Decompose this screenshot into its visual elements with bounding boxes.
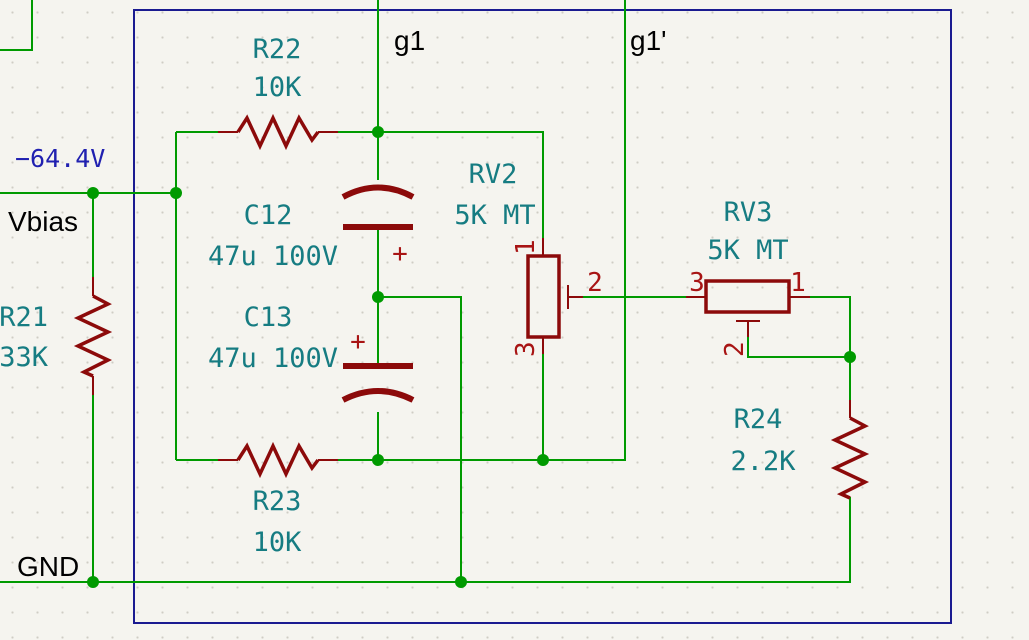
potentiometer-rv2-pin1: 1 bbox=[511, 239, 541, 255]
capacitor-c12-curved-plate bbox=[341, 184, 415, 200]
voltage-probe-readout: −64.4V bbox=[15, 144, 105, 173]
resistor-r22[interactable]: R22 10K bbox=[218, 34, 338, 151]
potentiometer-rv3-pin2: 2 bbox=[720, 341, 750, 357]
junctions bbox=[87, 126, 856, 588]
wire-mid-to-gnd[interactable] bbox=[378, 296, 462, 582]
wire-rv3-pin1[interactable] bbox=[810, 296, 851, 400]
sheet-frame bbox=[133, 9, 952, 624]
resistor-r22-ref: R22 bbox=[253, 34, 302, 65]
net-label-gnd[interactable]: GND bbox=[17, 551, 79, 582]
resistor-r23-zigzag bbox=[236, 441, 320, 479]
potentiometer-rv3-ref: RV3 bbox=[724, 197, 773, 228]
potentiometer-rv2-wiper bbox=[567, 285, 583, 309]
junction-dot bbox=[372, 291, 384, 303]
net-label-g1-prime[interactable]: g1' bbox=[630, 25, 667, 56]
potentiometer-rv2-pin3: 3 bbox=[511, 341, 541, 357]
capacitor-c13-curved-plate bbox=[341, 388, 415, 403]
capacitor-c12[interactable]: + C12 47u 100V bbox=[208, 184, 415, 273]
capacitor-c13-plus: + bbox=[350, 327, 366, 357]
potentiometer-rv3-pin1: 1 bbox=[790, 268, 806, 298]
junction-dot bbox=[844, 351, 856, 363]
resistor-r23-value: 10K bbox=[253, 527, 303, 558]
capacitor-c13-value: 47u 100V bbox=[208, 343, 338, 374]
potentiometer-rv2-pin2: 2 bbox=[587, 268, 603, 298]
wire-offsheet-top-left[interactable] bbox=[0, 0, 33, 51]
capacitor-c13-ref: C13 bbox=[244, 302, 293, 333]
resistor-r21-ref: R21 bbox=[0, 302, 48, 333]
resistor-r24-ref: R24 bbox=[734, 404, 783, 435]
resistor-r21-value: 33K bbox=[0, 342, 49, 373]
potentiometer-rv3-body bbox=[704, 279, 791, 314]
capacitor-c12-plus: + bbox=[392, 239, 408, 269]
junction-dot bbox=[372, 126, 384, 138]
potentiometer-rv2-body bbox=[526, 254, 561, 339]
capacitor-c12-ref: C12 bbox=[244, 200, 293, 231]
resistor-r21-zigzag bbox=[73, 294, 113, 378]
wire-r23-right[interactable] bbox=[338, 0, 626, 461]
resistor-r24-zigzag bbox=[830, 416, 870, 500]
potentiometer-rv3[interactable]: 3 1 2 RV3 5K MT bbox=[686, 197, 810, 357]
capacitor-c13[interactable]: + C13 47u 100V bbox=[208, 302, 415, 403]
wire-rv3-wiper[interactable] bbox=[747, 337, 850, 358]
capacitor-c12-value: 47u 100V bbox=[208, 241, 338, 272]
resistor-r22-zigzag bbox=[236, 113, 320, 151]
junction-dot bbox=[87, 576, 99, 588]
junction-dot bbox=[372, 454, 384, 466]
potentiometer-rv2-ref: RV2 bbox=[469, 159, 518, 190]
resistor-r23-ref: R23 bbox=[253, 486, 302, 517]
junction-dot bbox=[87, 187, 99, 199]
junction-dot bbox=[170, 187, 182, 199]
wire-gnd[interactable] bbox=[0, 497, 851, 583]
wires bbox=[0, 0, 851, 583]
potentiometer-rv2[interactable]: 1 2 3 RV2 5K MT bbox=[454, 159, 602, 357]
net-label-g1[interactable]: g1 bbox=[394, 25, 425, 56]
resistor-r21[interactable]: R21 33K bbox=[0, 277, 113, 395]
resistor-r24-value: 2.2K bbox=[730, 446, 796, 477]
junction-dot bbox=[537, 454, 549, 466]
potentiometer-rv3-value: 5K MT bbox=[707, 235, 788, 266]
wire-r22-right[interactable] bbox=[338, 131, 544, 238]
junction-dot bbox=[455, 576, 467, 588]
potentiometer-rv3-pin3: 3 bbox=[689, 268, 705, 298]
resistor-r22-value: 10K bbox=[253, 72, 303, 103]
net-label-vbias[interactable]: Vbias bbox=[8, 206, 78, 237]
potentiometer-rv3-wiper bbox=[736, 320, 760, 337]
resistor-r23[interactable]: R23 10K bbox=[218, 441, 338, 558]
potentiometer-rv2-value: 5K MT bbox=[454, 200, 535, 231]
resistor-r24[interactable]: R24 2.2K bbox=[730, 400, 870, 500]
